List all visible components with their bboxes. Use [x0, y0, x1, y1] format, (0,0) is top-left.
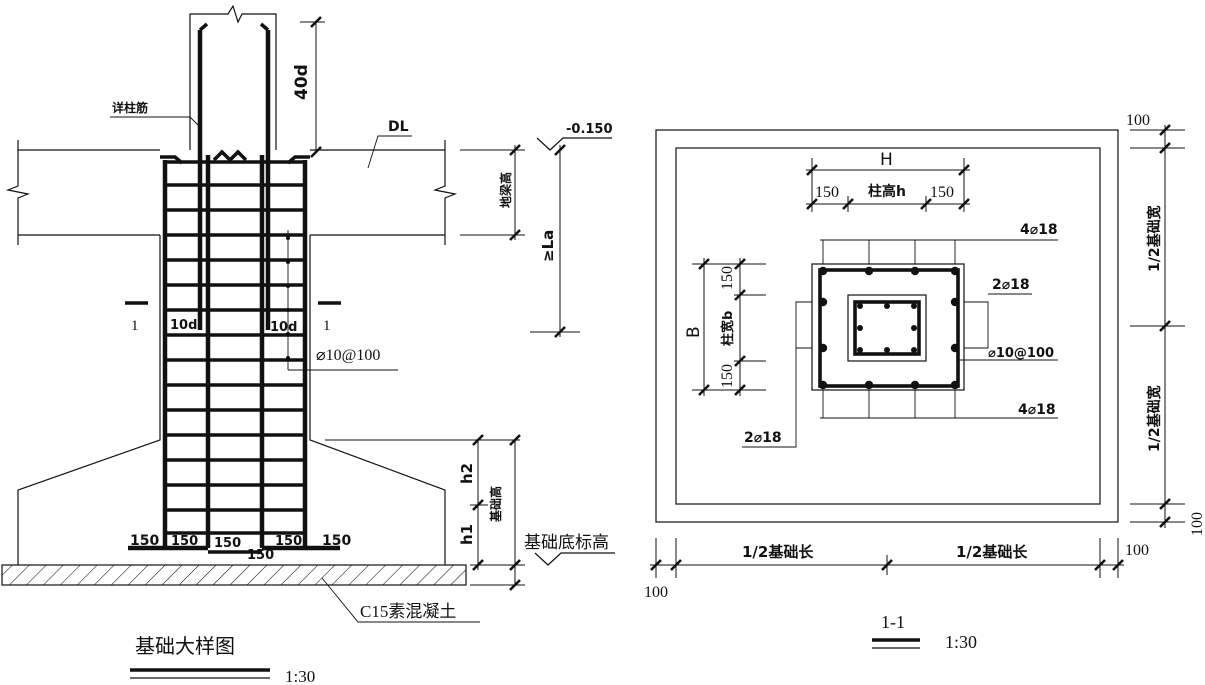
section-mark-left: 1 — [131, 318, 139, 334]
half-length-right: 1/2基础长 — [956, 543, 1028, 561]
footing-bottom-elevation: 基础底标高 — [524, 533, 615, 566]
lap-left-label: 10d — [170, 318, 197, 333]
h2-label: h2 — [458, 463, 476, 484]
hook-label-4: 150 — [247, 548, 274, 563]
beam-height-label: 地梁高 — [498, 172, 513, 208]
anchorage-dimension: 40d — [292, 16, 325, 158]
lap-right-label: 10d — [270, 320, 297, 335]
footing-inner-outline — [675, 147, 1101, 505]
right-scale: 1:30 — [945, 632, 977, 652]
half-width-top: 1/2基础宽 — [1146, 205, 1163, 272]
footing-outline — [17, 235, 520, 565]
half-width-bottom: 1/2基础宽 — [1146, 385, 1163, 452]
bars-left-label: 2⌀18 — [744, 430, 782, 446]
cover-bottom: 100 — [1189, 512, 1205, 536]
right-title: 1-1 — [881, 612, 905, 632]
ground-beam — [5, 140, 458, 245]
column-height-label: 柱高h — [868, 183, 906, 200]
side-150-right: 150 — [930, 184, 954, 201]
column-outline — [189, 4, 277, 150]
column-outline-plan — [847, 294, 927, 362]
stirrup-label: ⌀10@100 — [316, 347, 380, 364]
concrete-blinding — [1, 564, 467, 586]
section-1-1: 4⌀18 2⌀18 ⌀10@100 4⌀18 2⌀18 H 150 柱高h 15… — [644, 112, 1205, 652]
column-width-label: 柱宽b — [720, 311, 736, 346]
ground-beam-label: DL — [388, 119, 409, 135]
bars-top-label: 4⌀18 — [1020, 222, 1058, 238]
top-150: 150 — [719, 266, 736, 290]
hook-label-2: 150 — [171, 534, 198, 549]
footing-outline-plan — [655, 129, 1119, 523]
cover-left: 100 — [644, 584, 668, 601]
anchorage-label: 40d — [292, 64, 312, 100]
footing-dimension: h2 h1 基础高 — [458, 434, 525, 591]
footing-bottom-elev-label: 基础底标高 — [524, 533, 609, 552]
hook-label-1: 150 — [130, 533, 159, 549]
column-length-dimension: H 150 柱高h 150 — [806, 150, 970, 212]
half-length-left: 1/2基础长 — [742, 543, 814, 561]
foundation-detail: 详柱筋 40d DL -0.150 地梁高 — [1, 4, 615, 685]
hook-label-6: 150 — [322, 533, 351, 549]
pedestal-outline — [811, 263, 965, 391]
bars-right-label: 2⌀18 — [992, 277, 1030, 293]
footing-height-label: 基础高 — [488, 486, 503, 523]
left-scale: 1:30 — [285, 667, 315, 685]
H-label: H — [880, 150, 893, 170]
column-bars-label: 详柱筋 — [112, 100, 148, 115]
hook-label-3: 150 — [214, 536, 241, 551]
la-label: ≥La — [539, 230, 557, 262]
beam-dimension: 地梁高 ≥La — [460, 144, 580, 338]
concrete-label: C15素混凝土 — [360, 602, 456, 621]
bottom-150: 150 — [719, 364, 736, 388]
footing-width-dimension: 100 1/2基础宽 1/2基础宽 100 — [1126, 112, 1205, 536]
cover-right: 100 — [1125, 542, 1149, 559]
bars-bottom-label: 4⌀18 — [1018, 402, 1056, 418]
stirrups — [165, 160, 305, 535]
footing-length-dimension: 1/2基础长 1/2基础长 100 100 — [644, 538, 1149, 601]
outer-bars — [818, 266, 960, 390]
left-title: 基础大样图 — [135, 635, 235, 658]
outer-stirrup — [818, 268, 960, 388]
h1-label: h1 — [458, 524, 476, 545]
side-150-left: 150 — [815, 184, 839, 201]
column-stirrup — [853, 300, 921, 356]
cover-top: 100 — [1126, 112, 1150, 129]
elevation-label: -0.150 — [566, 122, 613, 137]
stirrup-plan-label: ⌀10@100 — [988, 346, 1054, 361]
elevation-marker: -0.150 — [536, 122, 613, 151]
section-mark-right: 1 — [323, 318, 331, 334]
B-label: B — [684, 326, 704, 338]
section-cut-marks: 1 1 — [125, 301, 341, 334]
rebar-cage — [128, 22, 340, 554]
hook-label-5: 150 — [275, 534, 302, 549]
inner-bars — [857, 303, 917, 353]
column-width-dimension: B 150 柱宽b 150 — [684, 258, 766, 396]
